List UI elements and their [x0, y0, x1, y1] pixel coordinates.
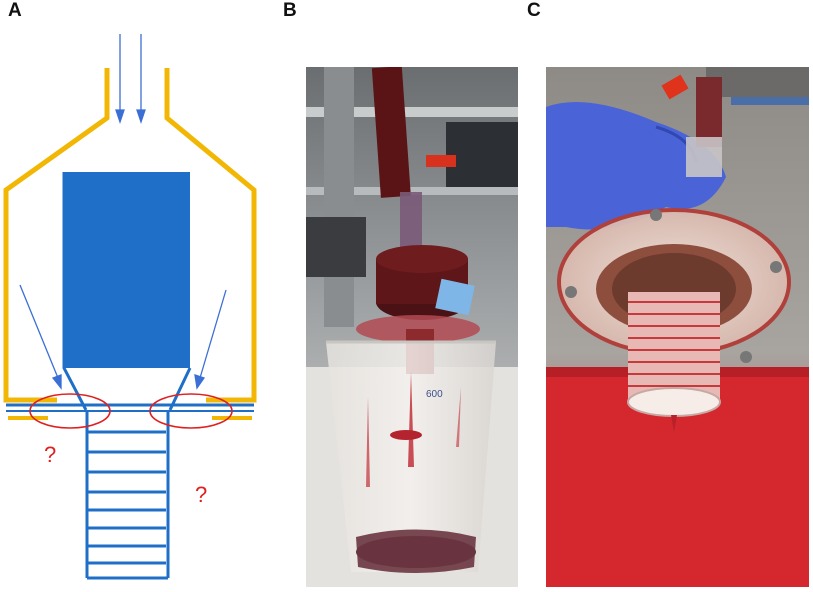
inflow-arrows: [115, 34, 146, 125]
seal-region-left-marker: [29, 393, 111, 429]
beaker-graduation-label: 600: [426, 389, 443, 400]
funnel-left: [62, 172, 88, 411]
seal-arrows: [19, 284, 227, 390]
panel-label-c: C: [527, 0, 541, 21]
housing-outline-left: [3, 68, 110, 403]
question-mark-right: ?: [195, 482, 207, 507]
photo-filter-over-beaker: 600: [306, 67, 518, 587]
seal-region-right-marker: [149, 393, 233, 429]
question-mark-left: ?: [44, 442, 56, 467]
panel-label-b: B: [283, 0, 297, 21]
outlet-tube: [85, 410, 170, 580]
photo-filter-outlet-closeup: [546, 67, 809, 587]
filter-block: [64, 172, 190, 368]
funnel-right: [168, 367, 192, 411]
filter-schematic-diagram: ? ?: [3, 34, 257, 580]
panel-label-a: A: [8, 0, 22, 21]
housing-outline-right: [164, 68, 257, 403]
